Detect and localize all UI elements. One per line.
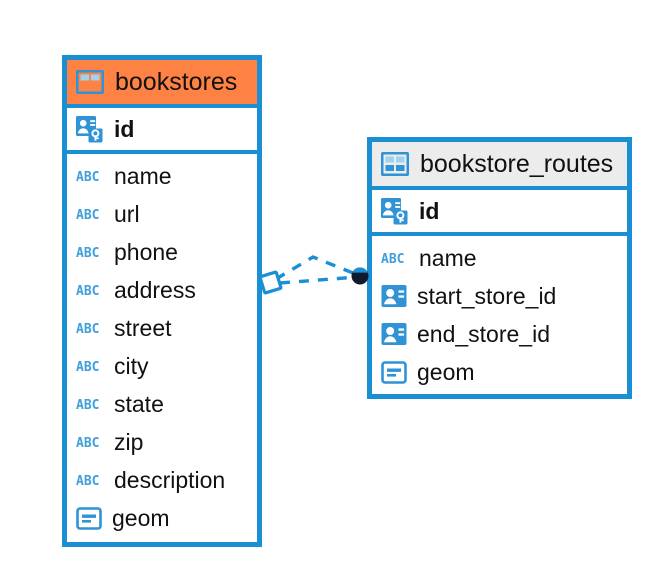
geometry-icon — [381, 360, 407, 384]
abc-text-icon: ABC — [381, 248, 409, 268]
field-row[interactable]: ABC url — [67, 195, 257, 233]
field-row[interactable]: start_store_id — [372, 277, 627, 315]
field-label: geom — [417, 358, 475, 385]
field-label: city — [114, 352, 149, 379]
abc-text-icon: ABC — [76, 166, 104, 186]
field-row[interactable]: id — [372, 190, 627, 236]
primary-key-icon — [76, 115, 104, 143]
primary-key-icon — [381, 197, 409, 225]
foreign-key-icon — [381, 321, 407, 347]
field-row[interactable]: ABC street — [67, 309, 257, 347]
field-row[interactable]: ABC name — [67, 157, 257, 195]
field-list-bookstore-routes: ABC name start_store_id — [372, 236, 627, 391]
entity-bookstore-routes[interactable]: bookstore_routes id — [367, 137, 632, 399]
abc-text-icon: ABC — [76, 394, 104, 414]
relationship-line-lower — [279, 275, 359, 285]
abc-text-icon: ABC — [76, 356, 104, 376]
abc-text-icon: ABC — [76, 204, 104, 224]
field-row[interactable]: ABC city — [67, 347, 257, 385]
field-label: url — [114, 200, 140, 227]
abc-text-icon: ABC — [76, 470, 104, 490]
field-row[interactable]: end_store_id — [372, 315, 627, 353]
svg-text:ABC: ABC — [381, 252, 404, 267]
field-label: id — [114, 115, 135, 142]
field-row[interactable]: ABC phone — [67, 233, 257, 271]
entity-bookstores[interactable]: bookstores id — [62, 55, 262, 547]
entity-header-bookstores[interactable]: bookstores — [67, 60, 257, 108]
svg-text:ABC: ABC — [76, 208, 99, 223]
abc-text-icon: ABC — [76, 242, 104, 262]
entity-title-bookstores: bookstores — [115, 67, 238, 96]
field-row[interactable]: ABC state — [67, 385, 257, 423]
entity-title-bookstore-routes: bookstore_routes — [420, 149, 614, 178]
field-row[interactable]: id — [67, 108, 257, 154]
geometry-icon — [76, 506, 102, 530]
svg-text:ABC: ABC — [76, 360, 99, 375]
svg-text:ABC: ABC — [76, 284, 99, 299]
foreign-key-icon — [381, 283, 407, 309]
relationship-connector[interactable] — [258, 245, 373, 307]
field-label: street — [114, 314, 172, 341]
field-row[interactable]: ABC zip — [67, 423, 257, 461]
svg-text:ABC: ABC — [76, 474, 99, 489]
svg-text:ABC: ABC — [76, 436, 99, 451]
field-label: zip — [114, 428, 144, 455]
field-row[interactable]: geom — [67, 499, 257, 537]
field-row[interactable]: ABC address — [67, 271, 257, 309]
table-icon — [75, 69, 105, 95]
entity-header-bookstore-routes[interactable]: bookstore_routes — [372, 142, 627, 190]
relationship-line-upper — [275, 255, 359, 281]
svg-text:ABC: ABC — [76, 398, 99, 413]
relationship-diamond-marker[interactable] — [258, 270, 283, 295]
field-list-bookstores: ABC name ABC url ABC p — [67, 154, 257, 537]
field-label: end_store_id — [417, 320, 550, 347]
field-label: state — [114, 390, 164, 417]
abc-text-icon: ABC — [76, 280, 104, 300]
field-row[interactable]: geom — [372, 353, 627, 391]
svg-text:ABC: ABC — [76, 246, 99, 261]
svg-text:ABC: ABC — [76, 170, 99, 185]
field-label: address — [114, 276, 196, 303]
field-label: description — [114, 466, 226, 493]
field-label: name — [419, 244, 477, 271]
svg-text:ABC: ABC — [76, 322, 99, 337]
field-row[interactable]: ABC name — [372, 239, 627, 277]
field-label: start_store_id — [417, 282, 557, 309]
field-row[interactable]: ABC description — [67, 461, 257, 499]
field-label: phone — [114, 238, 178, 265]
table-icon — [380, 151, 410, 177]
field-label: name — [114, 162, 172, 189]
field-label: id — [419, 197, 440, 224]
abc-text-icon: ABC — [76, 432, 104, 452]
abc-text-icon: ABC — [76, 318, 104, 338]
field-label: geom — [112, 504, 170, 531]
relationship-circle-marker[interactable] — [351, 267, 369, 285]
